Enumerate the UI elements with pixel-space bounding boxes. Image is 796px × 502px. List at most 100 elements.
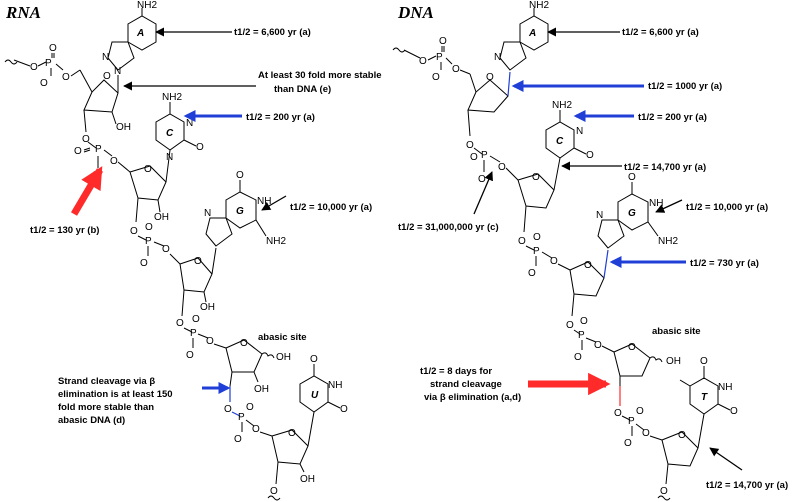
svg-text:O: O	[196, 142, 204, 153]
svg-text:O: O	[340, 404, 348, 415]
rna-annotations: t1/2 = 6,600 yr (a) At least 30 fold mor…	[30, 27, 382, 426]
rna-base-g: G	[236, 206, 244, 217]
svg-text:O: O	[252, 424, 260, 435]
svg-text:O: O	[452, 64, 460, 75]
rna-p2-o5: O	[110, 156, 118, 167]
svg-text:O: O	[730, 406, 738, 417]
svg-text:O: O	[498, 162, 506, 173]
rna-adenine-nh2: NH2	[137, 0, 157, 11]
dna-5prime-end	[392, 47, 406, 53]
svg-text:O: O	[518, 236, 526, 247]
svg-text:P: P	[578, 330, 585, 341]
dna-thymine-arrow	[709, 447, 743, 471]
rna-o3-3: O	[176, 318, 184, 329]
rna-beta-label-2: elimination is at least 150	[58, 389, 173, 400]
dna-thymine-label: t1/2 = 14,700 yr (a)	[706, 480, 788, 491]
svg-text:O: O	[234, 434, 242, 445]
dna-phosphodiester-label: t1/2 = 31,000,000 yr (c)	[398, 222, 499, 233]
svg-text:N: N	[102, 52, 109, 63]
svg-text:P: P	[190, 328, 197, 339]
svg-text:NH: NH	[718, 382, 732, 393]
rna-title: RNA	[5, 3, 41, 22]
svg-text:P: P	[481, 150, 488, 161]
dna-abasic-oh: OH	[666, 356, 681, 367]
svg-text:O: O	[240, 338, 248, 349]
rna-adenine-label: t1/2 = 6,600 yr (a)	[234, 27, 311, 38]
rna-guanine-label: t1/2 = 10,000 yr (a)	[290, 202, 372, 213]
svg-text:O: O	[700, 356, 708, 367]
rna-beta-label-3: fold more stable than	[58, 402, 154, 413]
rna-guanine-arrow	[261, 195, 287, 211]
svg-text:P: P	[238, 412, 245, 423]
rna-ribose-1-oh: OH	[116, 122, 131, 133]
dna-abasic-deoxyribose	[613, 343, 651, 377]
svg-text:O: O	[432, 72, 440, 83]
svg-text:P: P	[533, 246, 540, 257]
dna-deoxyribose-5	[661, 431, 699, 467]
dna-guanine-ring-6	[617, 193, 649, 231]
svg-text:O: O	[419, 56, 427, 67]
svg-text:O: O	[103, 71, 111, 82]
rna-ribose-2-oh: OH	[154, 212, 169, 223]
rna-abasic-wavy	[261, 352, 275, 359]
dna-deoxyribose-label: t1/2 = 1000 yr (a)	[648, 81, 722, 92]
rna-adenine-ring-5	[107, 41, 135, 71]
dna-3prime-end	[657, 495, 671, 501]
svg-text:O: O	[628, 172, 636, 183]
svg-text:O: O	[246, 402, 254, 413]
rna-beta-label-1: Strand cleavage via β	[58, 376, 155, 387]
rna-cytosine-label: t1/2 = 200 yr (a)	[246, 112, 315, 123]
svg-text:O: O	[660, 486, 668, 497]
dna-cleavage-label-2: strand cleavage	[430, 379, 502, 390]
svg-text:P: P	[436, 52, 443, 63]
dna-abasic-label: abasic site	[652, 326, 701, 337]
svg-text:O: O	[584, 260, 592, 271]
rna-ribose-1	[83, 79, 119, 113]
rna-beta-label-4: abasic DNA (d)	[58, 415, 125, 426]
rna-5prime-end	[4, 59, 18, 65]
svg-text:O: O	[478, 174, 486, 185]
dna-cytosine-nh2: NH2	[552, 100, 572, 111]
svg-text:O: O	[162, 244, 170, 255]
rna-abasic-label: abasic site	[258, 332, 307, 343]
rna-phosphodiester-arrow	[70, 166, 104, 216]
rna-ribose-3-oh: OH	[200, 302, 215, 313]
rna-p3-p: P	[145, 236, 152, 247]
dna-adenine-label: t1/2 = 6,600 yr (a)	[622, 27, 699, 38]
dna-annotations: t1/2 = 6,600 yr (a) t1/2 = 1000 yr (a) t…	[398, 27, 788, 491]
svg-text:O: O	[566, 320, 574, 331]
svg-text:O: O	[186, 350, 194, 361]
rna-adenine-ring-6	[127, 15, 157, 51]
svg-text:N: N	[576, 126, 583, 137]
dna-guanine-arrow	[655, 199, 683, 213]
rna-o3-1: O	[82, 134, 90, 145]
rna-p1-p: P	[45, 58, 52, 69]
rna-base-c: C	[166, 128, 174, 139]
rna-guanine-nh2: NH2	[266, 236, 286, 247]
dna-guanine-ring-5	[597, 219, 625, 249]
rna-p1-o: O	[30, 62, 38, 73]
svg-text:O: O	[470, 152, 478, 163]
svg-text:O: O	[636, 406, 644, 417]
svg-text:O: O	[236, 170, 244, 181]
rna-o3-2: O	[130, 226, 138, 237]
svg-text:O: O	[614, 408, 622, 419]
rna-p1-o-top: O	[49, 43, 57, 54]
dna-strand: O P O O O O O NH2 N A P O O O O	[392, 0, 738, 501]
svg-text:O: O	[533, 232, 541, 243]
svg-text:O: O	[528, 268, 536, 279]
svg-text:O: O	[224, 404, 232, 415]
dna-base-c: C	[556, 136, 564, 147]
rna-p1-oneg: O	[40, 78, 48, 89]
svg-text:NH: NH	[649, 198, 663, 209]
dna-base-a: A	[528, 28, 536, 39]
rna-ribose-2	[129, 165, 167, 201]
svg-text:P: P	[628, 416, 635, 427]
rna-base-u: U	[311, 390, 319, 401]
dna-cleavage-label-3: via β elimination (a,d)	[424, 392, 521, 403]
svg-text:O: O	[594, 340, 602, 351]
svg-text:N: N	[596, 210, 603, 221]
dna-adenine-ring-5	[499, 41, 527, 71]
